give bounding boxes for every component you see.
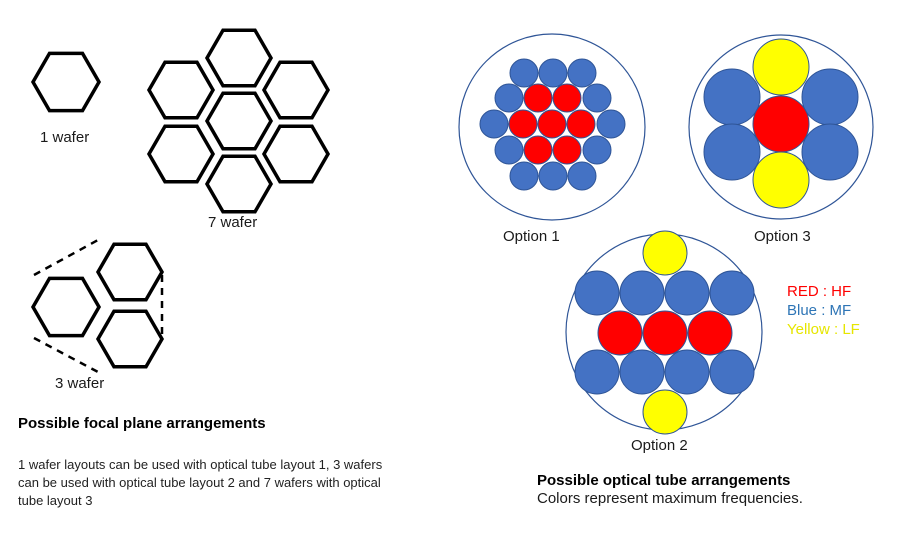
optical-tube-caption: Colors represent maximum frequencies. bbox=[537, 490, 803, 507]
legend-hf: RED : HF bbox=[787, 283, 852, 300]
hf-detector bbox=[523, 135, 553, 165]
hex-7-lower-left bbox=[146, 124, 216, 184]
mf-detector bbox=[664, 349, 710, 395]
hex-7-upper-right bbox=[261, 60, 331, 120]
label-option-1: Option 1 bbox=[503, 228, 560, 245]
hex-7-center bbox=[204, 91, 274, 151]
mf-detector bbox=[619, 270, 665, 316]
mf-detector bbox=[801, 123, 859, 181]
dashed-line-top bbox=[33, 238, 99, 277]
mf-detector bbox=[709, 270, 755, 316]
mf-detector bbox=[619, 349, 665, 395]
focal-plane-description: 1 wafer layouts can be used with optical… bbox=[18, 457, 383, 508]
mf-detector bbox=[509, 58, 539, 88]
hf-detector bbox=[597, 310, 643, 356]
lf-detector bbox=[752, 38, 810, 96]
hex-7-lower-right bbox=[261, 124, 331, 184]
label-option-2: Option 2 bbox=[631, 437, 688, 454]
dashed-line-bottom bbox=[33, 336, 99, 374]
focal-plane-heading: Possible focal plane arrangements bbox=[18, 415, 266, 432]
mf-detector bbox=[703, 123, 761, 181]
mf-detector bbox=[574, 349, 620, 395]
legend-mf: Blue : MF bbox=[787, 302, 852, 319]
hf-detector bbox=[642, 310, 688, 356]
mf-detector bbox=[703, 68, 761, 126]
mf-detector bbox=[494, 83, 524, 113]
mf-detector bbox=[596, 109, 626, 139]
optical-tube-heading: Possible optical tube arrangements bbox=[537, 472, 791, 489]
mf-detector bbox=[494, 135, 524, 165]
mf-detector bbox=[801, 68, 859, 126]
hf-detector bbox=[537, 109, 567, 139]
hf-detector bbox=[508, 109, 538, 139]
hex-7-top bbox=[204, 28, 274, 88]
hex-7-bottom bbox=[204, 154, 274, 214]
mf-detector bbox=[538, 58, 568, 88]
mf-detector bbox=[574, 270, 620, 316]
frequency-legend: RED : HF Blue : MF Yellow : LF bbox=[787, 282, 860, 339]
hf-detector bbox=[552, 83, 582, 113]
legend-lf: Yellow : LF bbox=[787, 321, 860, 338]
lf-detector bbox=[642, 389, 688, 435]
label-7-wafer: 7 wafer bbox=[208, 214, 258, 231]
mf-detector bbox=[479, 109, 509, 139]
hex-7-upper-left bbox=[146, 60, 216, 120]
focal-plane-hexagons bbox=[30, 28, 331, 369]
hf-detector bbox=[523, 83, 553, 113]
hf-detector bbox=[752, 95, 810, 153]
mf-detector bbox=[538, 161, 568, 191]
label-option-3: Option 3 bbox=[754, 228, 811, 245]
label-1-wafer: 1 wafer bbox=[40, 129, 90, 146]
lf-detector bbox=[752, 151, 810, 209]
hex-1-wafer bbox=[30, 51, 102, 113]
label-3-wafer: 3 wafer bbox=[55, 375, 105, 392]
mf-detector bbox=[509, 161, 539, 191]
mf-detector bbox=[567, 161, 597, 191]
hf-detector bbox=[566, 109, 596, 139]
optical-tube-arrangements bbox=[458, 33, 874, 435]
hex-3-left bbox=[30, 276, 102, 338]
mf-detector bbox=[582, 135, 612, 165]
three-wafer-dashed-outline bbox=[33, 238, 164, 374]
hex-3-top-right bbox=[95, 242, 165, 302]
hex-3-bottom-right bbox=[95, 309, 165, 369]
mf-detector bbox=[567, 58, 597, 88]
hf-detector bbox=[687, 310, 733, 356]
lf-detector bbox=[642, 230, 688, 276]
mf-detector bbox=[709, 349, 755, 395]
hf-detector bbox=[552, 135, 582, 165]
mf-detector bbox=[582, 83, 612, 113]
mf-detector bbox=[664, 270, 710, 316]
